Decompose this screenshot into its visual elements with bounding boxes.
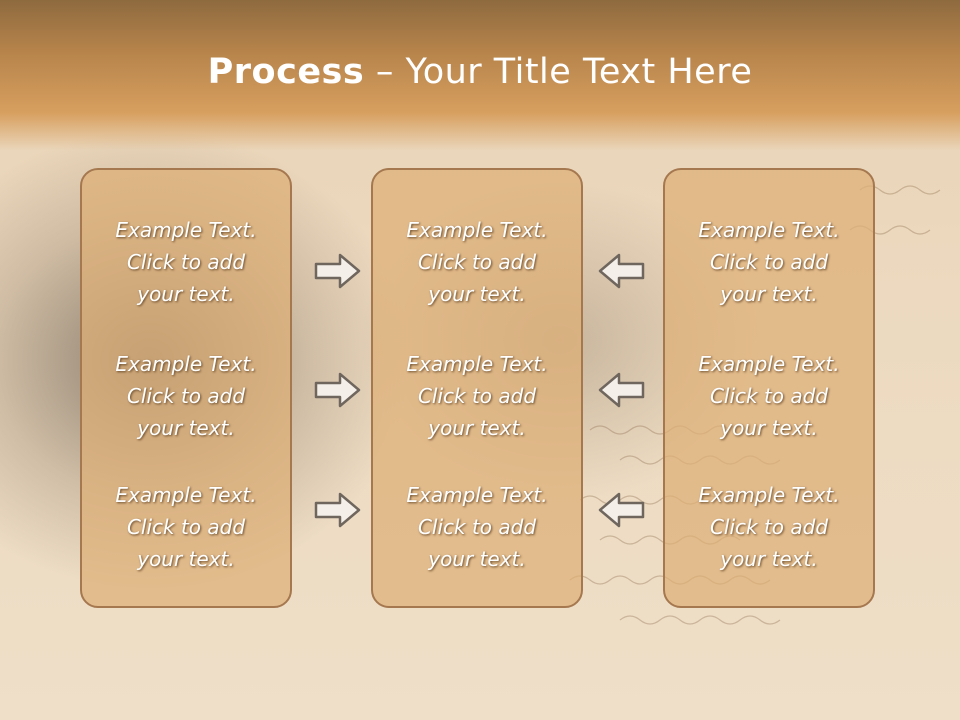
arrow-right-icon xyxy=(314,372,361,408)
left-text-3[interactable]: Example Text. Click to add your text. xyxy=(115,483,257,571)
center-text-2[interactable]: Example Text. Click to add your text. xyxy=(406,352,548,440)
slide-title[interactable]: Process – Your Title Text Here xyxy=(0,52,960,92)
left-text-1[interactable]: Example Text. Click to add your text. xyxy=(115,218,257,306)
right-text-3[interactable]: Example Text. Click to add your text. xyxy=(698,483,840,571)
right-text-2[interactable]: Example Text. Click to add your text. xyxy=(698,352,840,440)
arrow-right-icon xyxy=(314,253,361,289)
arrow-right-icon xyxy=(314,492,361,528)
right-panel[interactable]: Example Text. Click to add your text. Ex… xyxy=(663,168,875,608)
arrow-left-icon xyxy=(598,372,645,408)
title-rest-part: – Your Title Text Here xyxy=(364,52,753,92)
center-text-1[interactable]: Example Text. Click to add your text. xyxy=(406,218,548,306)
center-text-3[interactable]: Example Text. Click to add your text. xyxy=(406,483,548,571)
center-panel[interactable]: Example Text. Click to add your text. Ex… xyxy=(371,168,583,608)
right-text-1[interactable]: Example Text. Click to add your text. xyxy=(698,218,840,306)
left-text-2[interactable]: Example Text. Click to add your text. xyxy=(115,352,257,440)
title-bar xyxy=(0,0,960,150)
arrow-left-icon xyxy=(598,492,645,528)
left-panel[interactable]: Example Text. Click to add your text. Ex… xyxy=(80,168,292,608)
title-bold-part: Process xyxy=(207,52,365,92)
arrow-left-icon xyxy=(598,253,645,289)
